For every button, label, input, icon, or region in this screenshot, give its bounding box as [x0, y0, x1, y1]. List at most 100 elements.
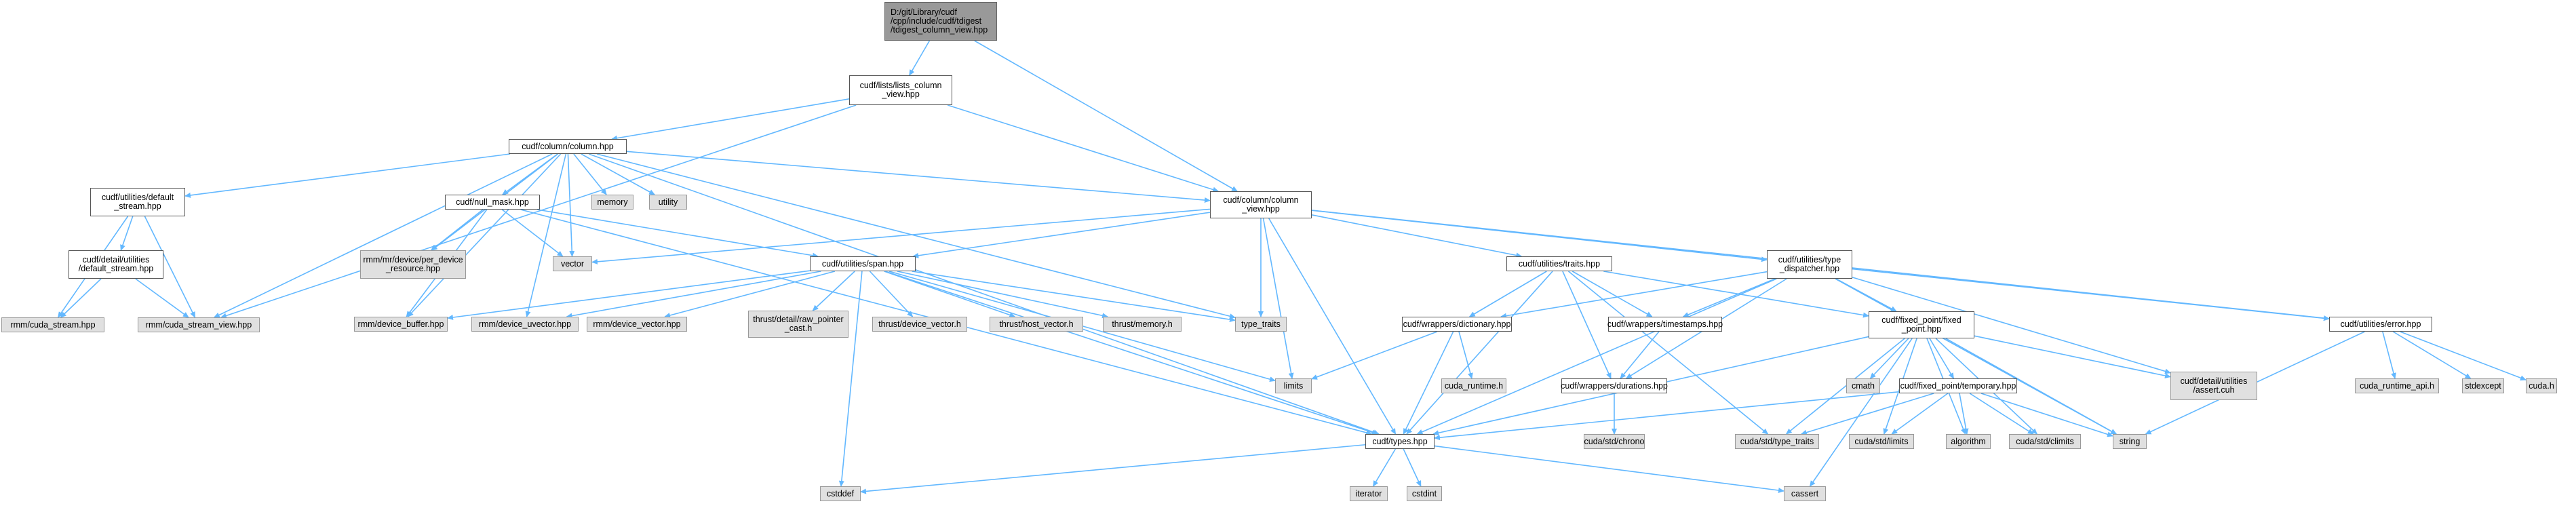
node-cuda-std-chrono[interactable]: cuda/std/chrono	[1584, 434, 1645, 449]
node-cuda-h[interactable]: cuda.h	[2526, 378, 2557, 393]
node-stdexcept[interactable]: stdexcept	[2462, 378, 2504, 393]
node-cmath[interactable]: cmath	[1846, 378, 1880, 393]
edge-traits-to-dictionary	[1468, 271, 1547, 317]
edge-types-to-cstddef	[860, 444, 1366, 494]
node-algorithm[interactable]: algorithm	[1946, 434, 1991, 449]
node-thrust-memory-h[interactable]: thrust/memory.h	[1103, 317, 1182, 332]
node-limits[interactable]: limits	[1275, 378, 1312, 393]
node-temporary-hpp[interactable]: cudf/fixed_point/temporary.hpp	[1899, 378, 2017, 393]
edge-column-to-memory	[573, 153, 607, 195]
node-thrust-host-vector-h[interactable]: thrust/host_vector.h	[990, 317, 1083, 332]
edge-span-to-thrust_host_vector	[884, 271, 1016, 318]
edge-column_view-to-traits	[1311, 214, 1523, 258]
edge-column-to-column_view	[626, 151, 1211, 203]
node-cuda-runtime-api-h[interactable]: cuda_runtime_api.h	[2355, 378, 2439, 393]
node-vector[interactable]: vector	[553, 256, 592, 271]
node-span-hpp[interactable]: cudf/utilities/span.hpp	[810, 256, 916, 271]
node-rmm-cuda-stream-view-hpp[interactable]: rmm/cuda_stream_view.hpp	[138, 317, 260, 332]
edge-type_dispatcher-to-assert_cuh	[1852, 277, 2171, 374]
edge-timestamps-to-durations	[1620, 331, 1660, 379]
edge-column_view-to-types	[1268, 218, 1397, 435]
edge-column_view-to-limits	[1262, 218, 1294, 379]
edge-null_mask-to-vector	[501, 209, 564, 257]
node-rmm-device-vector-hpp[interactable]: rmm/device_vector.hpp	[587, 317, 687, 332]
edge-column_view-to-vector	[591, 208, 1211, 264]
node-type-traits[interactable]: type_traits	[1235, 317, 1287, 332]
edge-fixed_point-to-cuda_type_traits	[1785, 338, 1905, 435]
edge-type_dispatcher-to-error	[1852, 268, 2330, 321]
edge-traits-to-types	[1406, 271, 1553, 435]
node-traits-hpp[interactable]: cudf/utilities/traits.hpp	[1506, 256, 1612, 271]
edge-column-to-cuda_stream_view	[213, 153, 553, 318]
edge-column-to-vector	[567, 153, 575, 257]
node-iterator[interactable]: iterator	[1350, 486, 1388, 501]
edge-detail_default_stream-to-cuda_stream	[60, 278, 102, 318]
edge-span-to-thrust_memory	[897, 271, 1109, 319]
edge-types-to-iterator	[1372, 448, 1397, 487]
node-fixed-point-hpp[interactable]: cudf/fixed_point/fixed _point.hpp	[1869, 311, 1974, 338]
edge-column-to-device_uvector	[525, 153, 567, 317]
node-rmm-device-buffer-hpp[interactable]: rmm/device_buffer.hpp	[354, 317, 448, 332]
node-error-hpp[interactable]: cudf/utilities/error.hpp	[2329, 317, 2432, 332]
node-types-hpp[interactable]: cudf/types.hpp	[1365, 434, 1435, 449]
node-type-dispatcher-hpp[interactable]: cudf/utilities/type _dispatcher.hpp	[1767, 250, 1852, 279]
node-assert-cuh[interactable]: cudf/detail/utilities /assert.cuh	[2170, 372, 2257, 400]
node-thrust-raw-pointer-cast-h[interactable]: thrust/detail/raw_pointer _cast.h	[748, 311, 848, 338]
edge-root-to-column_view	[974, 40, 1238, 192]
edge-span-to-device_uvector	[566, 271, 821, 319]
node-cuda-std-limits[interactable]: cuda/std/limits	[1849, 434, 1914, 449]
edge-dictionary-to-limits	[1311, 331, 1438, 380]
edge-error-to-cuda_h	[2400, 331, 2526, 381]
node-column-view-hpp[interactable]: cudf/column/column _view.hpp	[1210, 191, 1312, 218]
node-utility[interactable]: utility	[649, 195, 687, 210]
node-rmm-cuda-stream-hpp[interactable]: rmm/cuda_stream.hpp	[1, 317, 104, 332]
edge-span-to-thrust_device_vector	[869, 271, 914, 317]
node-cuda-std-climits[interactable]: cuda/std/climits	[2009, 434, 2081, 449]
edge-fixed_point-to-temporary	[1929, 338, 1955, 379]
edge-fixed_point-to-string	[1945, 338, 2118, 435]
edge-column-to-utility	[581, 153, 656, 195]
node-column-hpp[interactable]: cudf/column/column.hpp	[509, 139, 627, 154]
edge-lists_column_view-to-column_view	[947, 104, 1219, 193]
node-durations-hpp[interactable]: cudf/wrappers/durations.hpp	[1561, 378, 1668, 393]
node-detail-default-stream-hpp[interactable]: cudf/detail/utilities /default_stream.hp…	[69, 250, 163, 279]
edge-span-to-device_vector	[664, 271, 836, 318]
edge-null_mask-to-per_device_resource	[430, 209, 484, 251]
edge-temporary-to-cuda_type_traits	[1800, 393, 1934, 435]
node-timestamps-hpp[interactable]: cudf/wrappers/timestamps.hpp	[1607, 317, 1723, 332]
node-per-device-resource-hpp[interactable]: rmm/mr/device/per_device _resource.hpp	[360, 250, 466, 279]
node-thrust-device-vector-h[interactable]: thrust/device_vector.h	[872, 317, 967, 332]
node-cstddef[interactable]: cstddef	[820, 486, 861, 501]
edge-type_dispatcher-to-dictionary	[1500, 271, 1768, 319]
node-lists-column-view-hpp[interactable]: cudf/lists/lists_column _view.hpp	[849, 75, 952, 105]
edge-default_stream-to-cuda_stream_view	[144, 216, 196, 318]
edge-type_dispatcher-to-timestamps	[1682, 278, 1776, 317]
edge-types-to-cstdint	[1403, 448, 1422, 487]
node-dictionary-hpp[interactable]: cudf/wrappers/dictionary.hpp	[1402, 317, 1512, 332]
edge-span-to-type_traits	[912, 271, 1236, 322]
edge-span-to-cstddef	[838, 271, 863, 487]
edge-temporary-to-string	[1980, 393, 2113, 437]
edge-fixed_point-to-cassert	[1809, 338, 1913, 487]
node-null-mask-hpp[interactable]: cudf/null_mask.hpp	[445, 195, 540, 210]
edge-column_view-to-span	[912, 212, 1211, 258]
node-cuda-runtime-h[interactable]: cuda_runtime.h	[1441, 378, 1506, 393]
node-rmm-device-uvector-hpp[interactable]: rmm/device_uvector.hpp	[471, 317, 579, 332]
edge-temporary-to-cuda_limits	[1891, 393, 1949, 435]
node-memory[interactable]: memory	[591, 195, 633, 210]
node-cuda-std-type-traits[interactable]: cuda/std/type_traits	[1735, 434, 1819, 449]
edge-null_mask-to-span	[536, 209, 819, 258]
node-cstdint[interactable]: cstdint	[1407, 486, 1442, 501]
node-default-stream-hpp[interactable]: cudf/utilities/default _stream.hpp	[90, 188, 185, 216]
edge-column-to-device_buffer	[407, 153, 562, 317]
edge-root-to-lists_column_view	[909, 40, 931, 76]
edge-traits-to-fixed_point	[1603, 271, 1869, 318]
edge-traits-to-durations	[1562, 271, 1612, 379]
edge-temporary-to-climits	[1969, 393, 2034, 435]
node-string[interactable]: string	[2113, 434, 2147, 449]
node-cassert[interactable]: cassert	[1784, 486, 1826, 501]
edge-types-to-cassert	[1434, 445, 1784, 493]
edge-traits-to-timestamps	[1572, 271, 1653, 317]
edge-temporary-to-types	[1434, 391, 1900, 441]
